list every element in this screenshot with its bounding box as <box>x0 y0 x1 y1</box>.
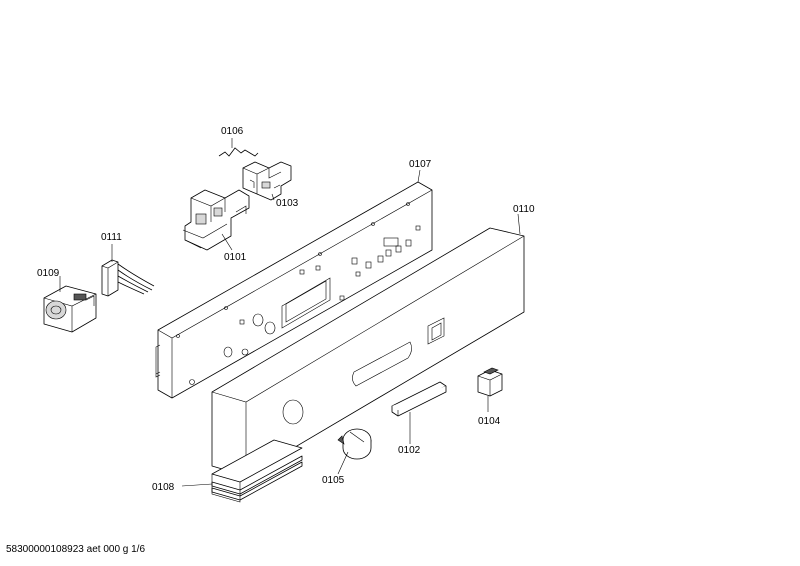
part-0104-button-cap <box>477 367 503 397</box>
leader-lines <box>59 138 521 487</box>
part-0110-front-panel <box>211 227 525 477</box>
part-0101-bracket <box>182 189 250 251</box>
part-0106-wire <box>218 147 259 157</box>
label-0105: 0105 <box>322 475 345 486</box>
part-0102-button-strip <box>391 381 447 417</box>
label-0108: 0108 <box>152 482 175 493</box>
label-0101: 0101 <box>224 252 247 263</box>
label-0103: 0103 <box>276 198 299 209</box>
part-0108-strips <box>211 439 303 503</box>
label-0110: 0110 <box>513 204 535 215</box>
label-0111: 0111 <box>101 232 122 243</box>
label-0104: 0104 <box>478 416 501 427</box>
part-0111-harness <box>101 259 155 297</box>
label-0107: 0107 <box>409 159 432 170</box>
label-0102: 0102 <box>398 445 421 456</box>
part-0105-knob <box>337 428 372 460</box>
label-0109: 0109 <box>37 268 60 279</box>
part-0109-motor <box>43 285 97 333</box>
label-0106: 0106 <box>221 126 244 137</box>
document-footer: 58300000108923 aet 000 g 1/6 <box>6 544 146 555</box>
part-0103-module <box>242 161 292 201</box>
